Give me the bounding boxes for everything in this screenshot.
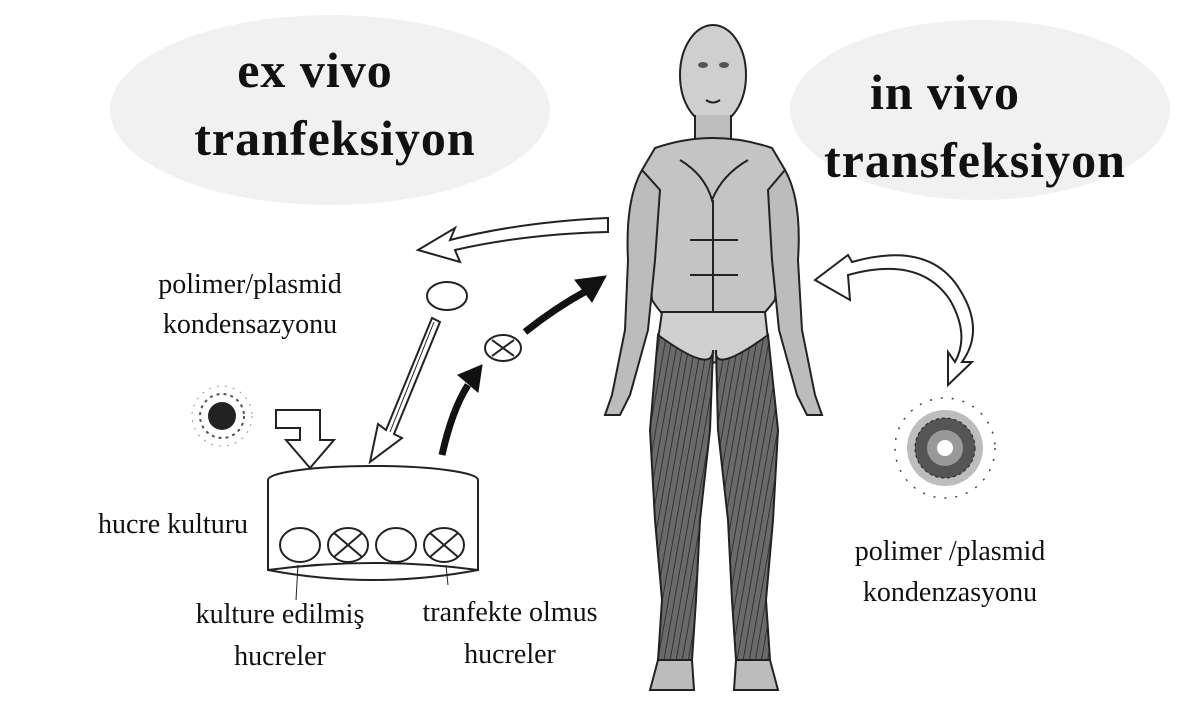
plasmid-particle-left: [192, 386, 252, 446]
polymer-left-label-line2: kondensazyonu: [130, 308, 370, 342]
in-vivo-heading-line1: in vivo: [860, 62, 1030, 122]
polymer-right-label-line2: kondenzasyonu: [830, 576, 1070, 610]
ex-vivo-heading-line1: ex vivo: [230, 40, 400, 100]
cell-culture-label: hucre kulturu: [78, 508, 268, 542]
culture-dish: [268, 466, 478, 600]
extraction-arrow: [418, 218, 608, 262]
ex-vivo-heading-line2: tranfeksiyon: [190, 108, 480, 168]
in-vivo-heading-line2: transfeksiyon: [820, 130, 1130, 190]
cultured-cells-label-line2: hucreler: [180, 640, 380, 674]
plasmid-to-dish-arrow: [370, 318, 440, 462]
plasmid-circle: [427, 282, 467, 310]
particle-to-dish-arrow: [276, 410, 334, 468]
reimplant-arrow-lower: [442, 365, 482, 455]
reimplant-arrow-upper: [525, 276, 606, 332]
transfected-cells-label-line2: hucreler: [400, 638, 620, 672]
transfected-cell-circle: [485, 335, 521, 361]
plasmid-particle-right: [895, 398, 995, 498]
polymer-right-label-line1: polimer /plasmid: [830, 535, 1070, 569]
polymer-left-label-line1: polimer/plasmid: [130, 268, 370, 302]
transfected-cells-label-line1: tranfekte olmus: [400, 596, 620, 630]
cultured-cells-label-line1: kulture edilmiş: [180, 598, 380, 632]
in-vivo-arrow: [815, 255, 973, 385]
human-body-figure: [605, 25, 822, 690]
